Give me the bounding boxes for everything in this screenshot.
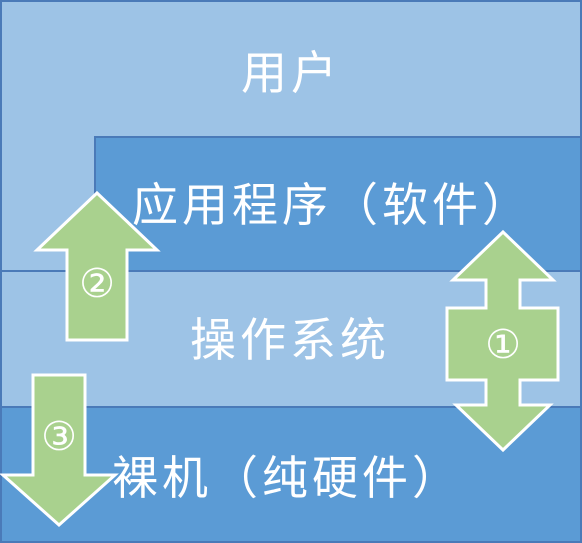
layer-user-label: 用户 xyxy=(241,46,341,100)
arrow-two-label: ② xyxy=(79,261,115,307)
arrow-three-down xyxy=(0,373,119,528)
arrow-two-up xyxy=(33,190,161,342)
layer-application-label: 应用程序（软件） xyxy=(132,178,532,232)
arrow-three-label: ③ xyxy=(41,414,77,460)
layer-os-label: 操作系统 xyxy=(190,313,390,367)
layer-hardware-label: 裸机（纯硬件） xyxy=(112,451,462,505)
arrow-one-label: ① xyxy=(485,322,521,368)
arrow-one-double xyxy=(445,229,560,453)
